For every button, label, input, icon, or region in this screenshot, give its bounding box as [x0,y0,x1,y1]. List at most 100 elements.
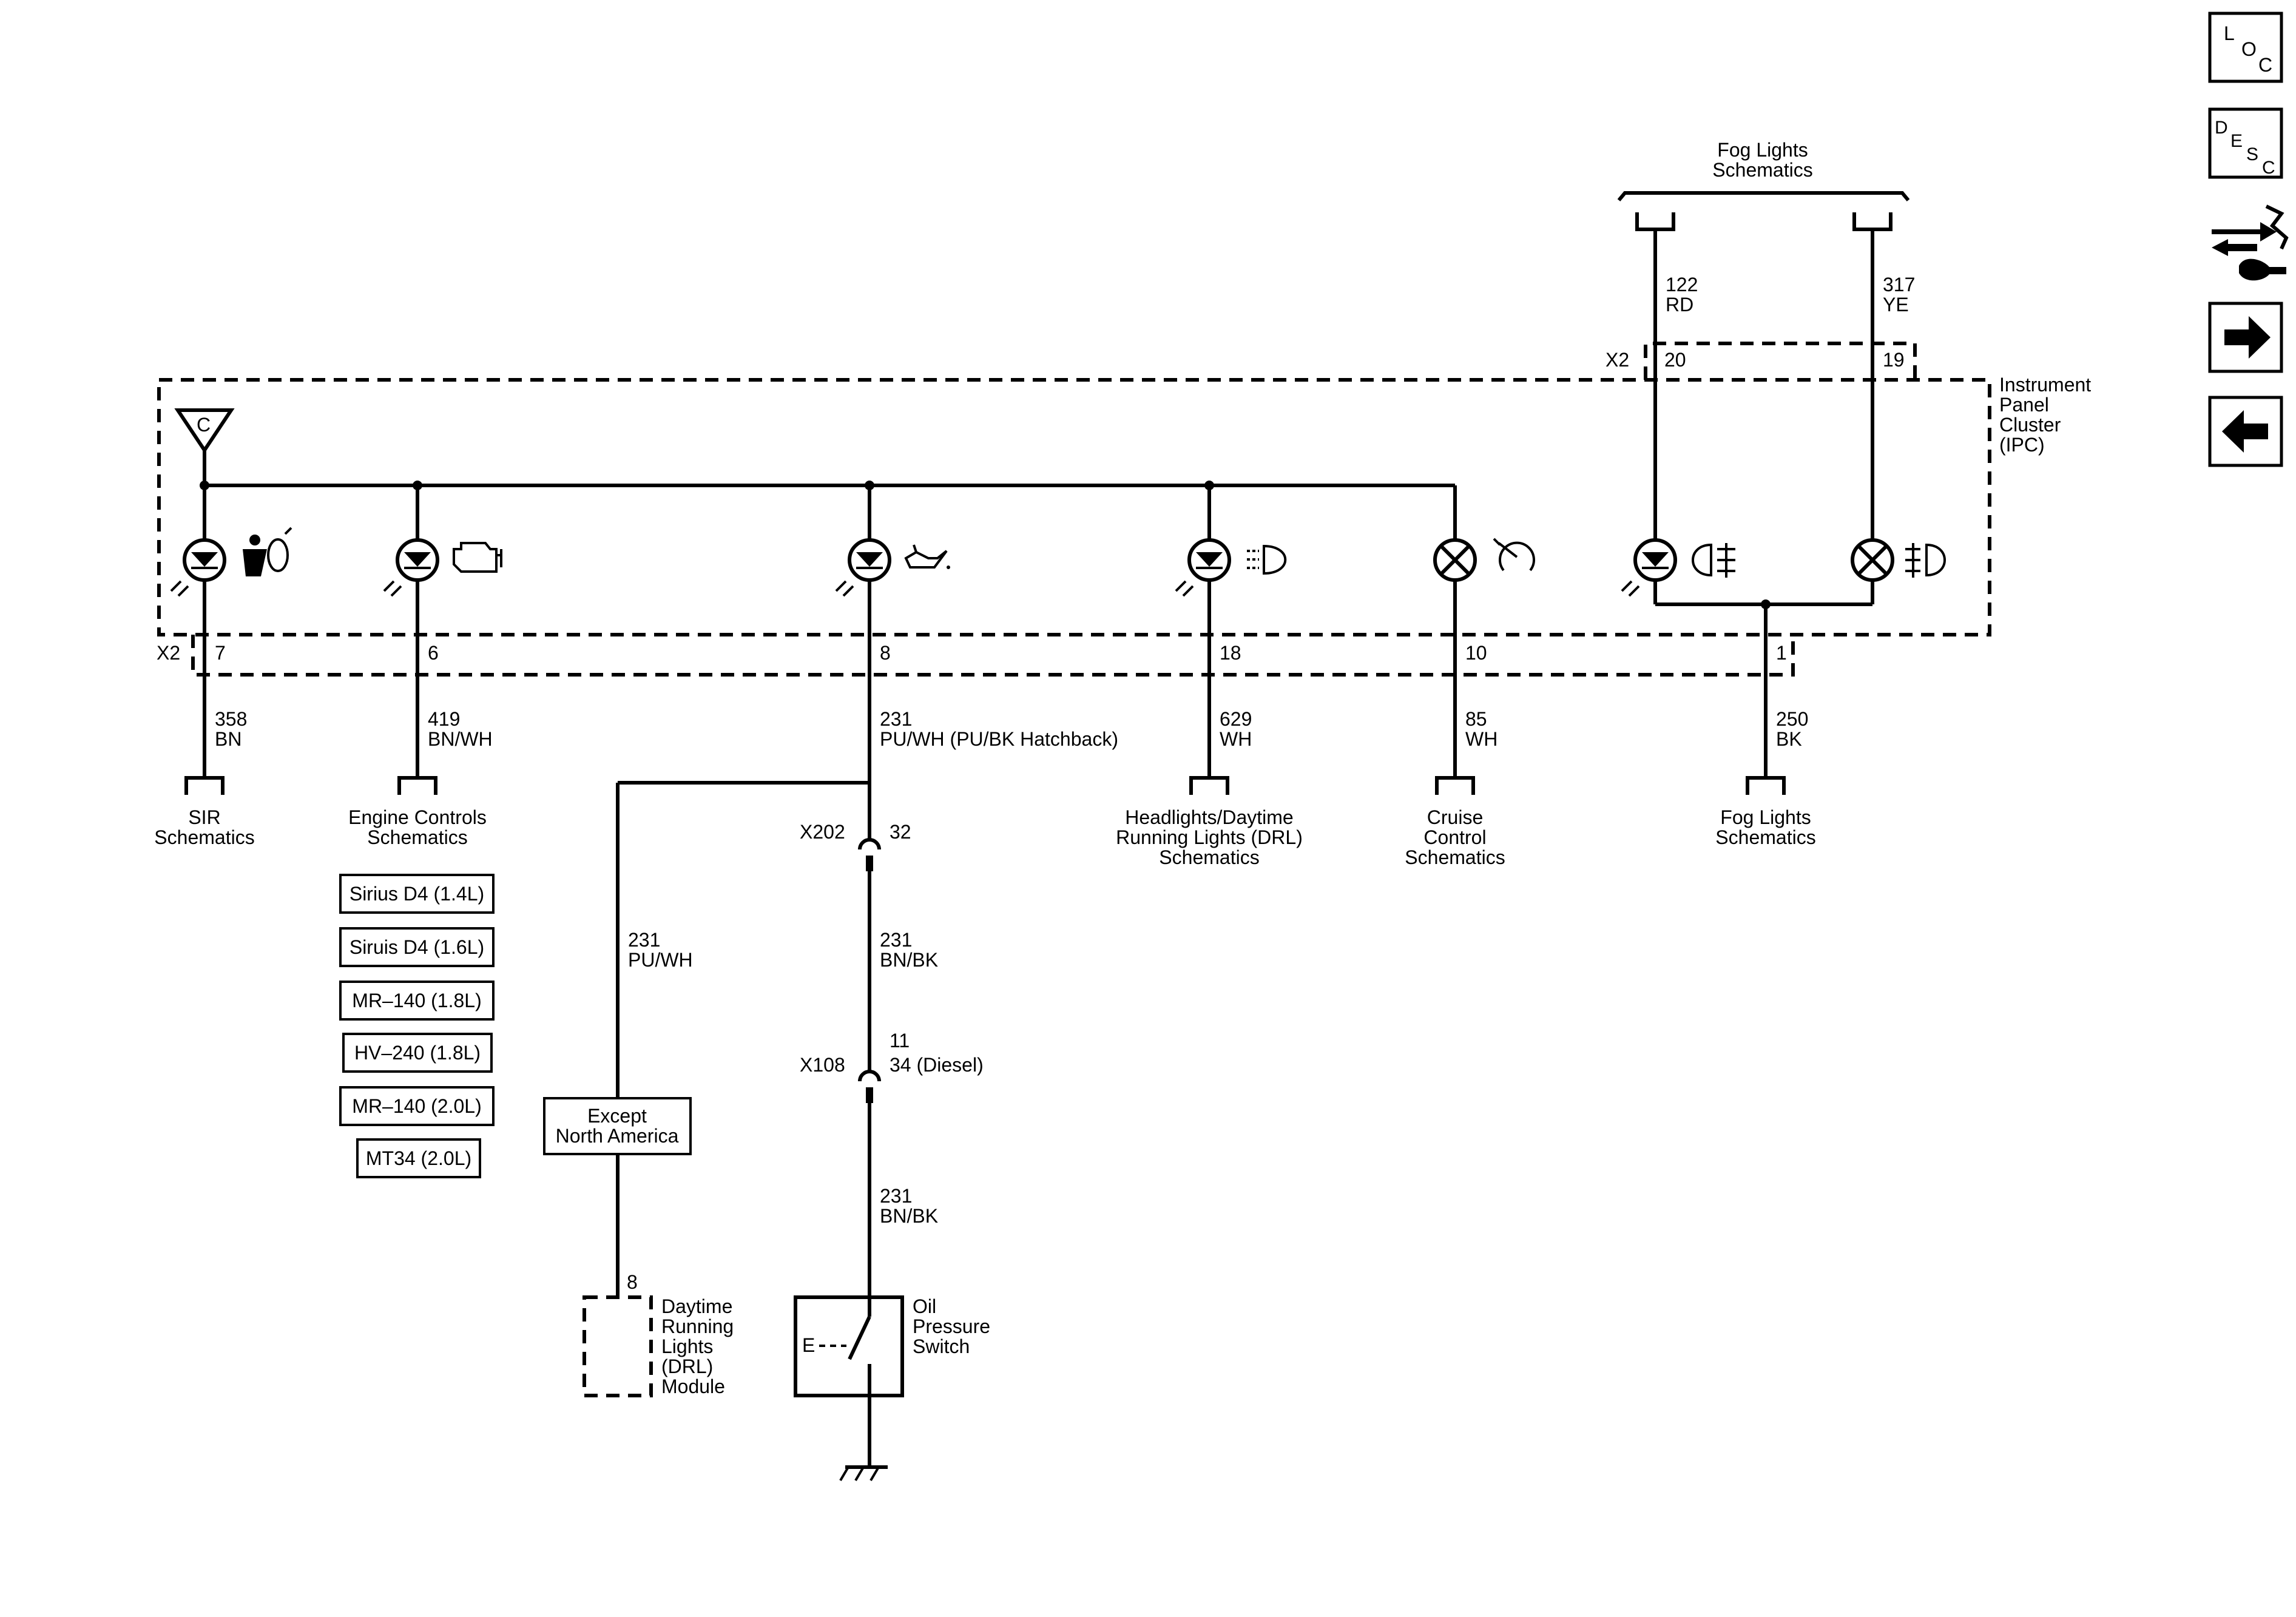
pin-18-circuit-num: 629 [1220,708,1252,730]
engine-dest-1: Engine Controls [348,806,487,828]
fog-right-pin: 19 [1883,349,1905,371]
previous-page-button[interactable] [2208,396,2283,467]
fog-top-branch: Fog Lights Schematics 122 RD 317 YE 20 1… [1617,139,1915,777]
front-fog-lamp-icon [1692,543,1735,578]
loc-button[interactable]: L O C [2208,12,2283,83]
x108-pin-2: 34 (Diesel) [890,1054,984,1076]
connector-x2-bottom: X2 [157,642,180,664]
headlight-dest-1: Headlights/Daytime [1125,806,1293,828]
internal-bus: C [174,408,1457,540]
pin-10-circuit-num: 85 [1465,708,1487,730]
drl-module-name-4: (DRL) [661,1355,713,1377]
pin-6-circuit-color: BN/WH [428,728,493,750]
indicator-engine [383,538,502,597]
ipc-name-1: Instrument [1999,374,2091,396]
fog-top-title-1: Fog Lights [1717,139,1808,161]
pin-18: 18 [1220,642,1241,664]
connector-tool-button[interactable] [2212,204,2289,281]
headlamp-icon [1247,544,1287,575]
fog-left-wire-1: 122 [1666,274,1698,295]
drl-pin: 8 [627,1271,638,1293]
desc-letter-1: D [2215,118,2228,138]
headlight-dest-2: Running Lights (DRL) [1116,826,1303,848]
headlight-dest-3: Schematics [1159,846,1259,868]
ipc-name-4: (IPC) [1999,434,2045,456]
previous-arrow-icon [2222,410,2268,453]
desc-button[interactable]: D E S C [2208,107,2283,179]
fog-left-wire-2: RD [1666,294,1693,316]
engine-options: Sirius D4 (1.4L) Siruis D4 (1.6L) MR–140… [339,874,495,1178]
x202-connector [858,838,881,850]
oil-pressure-switch [794,1295,904,1397]
oil-pressure-icon [904,544,950,569]
engine-option-5: MR–140 (2.0L) [352,1095,481,1117]
pin-7: 7 [215,642,226,664]
mid-wire-num: 231 [880,929,912,951]
low-wire-num: 231 [880,1185,912,1207]
pin-1: 1 [1776,642,1787,664]
engine-option-4: HV–240 (1.8L) [354,1042,481,1064]
airbag-warning-icon [243,527,292,576]
fog-bottom-dest-2: Schematics [1715,826,1815,848]
desc-letter-4: C [2262,158,2275,178]
indicator-oil [835,538,950,597]
pin-10-circuit: 10 85 WH Cruise Control Schematics [1405,580,1505,868]
pin-6: 6 [428,642,439,664]
pin-7-circuit: 7 358 BN SIR Schematics [154,580,255,848]
ipc-name-2: Panel [1999,394,2049,416]
pin-6-circuit-num: 419 [428,708,460,730]
indicator-airbag [170,527,292,597]
indicator-front-fog [1621,538,1735,597]
pin-10: 10 [1465,642,1487,664]
switch-name-2: Pressure [913,1315,990,1337]
drl-module [582,1295,653,1397]
fog-top-title-2: Schematics [1712,159,1812,181]
drl-option-2: North America [556,1125,679,1147]
desc-letter-3: S [2246,144,2258,164]
drl-module-name-1: Daytime [661,1295,732,1317]
cruise-dest-2: Control [1423,826,1486,848]
indicator-headlamp [1175,538,1287,597]
x108-name: X108 [800,1054,845,1076]
low-wire-color: BN/BK [880,1205,938,1227]
connector-x2-top: X2 [1606,349,1629,371]
drl-branch: 231 PU/WH Except North America 8 Daytime… [543,929,734,1397]
x108-connector [858,1070,881,1082]
engine-option-1: Sirius D4 (1.4L) [349,883,484,905]
cruise-dest-3: Schematics [1405,846,1505,868]
pin-1-circuit-color: BK [1776,728,1802,750]
indicator-cruise [1433,538,1535,582]
pin-8: 8 [880,642,891,664]
drl-module-name-2: Running [661,1315,734,1337]
pin-10-circuit-color: WH [1465,728,1497,750]
ipc-module: Instrument Panel Cluster (IPC) X2 X2 [157,342,2091,677]
next-arrow-icon [2224,316,2271,359]
pin-8-circuit-color: PU/WH (PU/BK Hatchback) [880,728,1118,750]
dim-symbol [174,408,235,454]
loc-letter-1: L [2224,22,2235,44]
loc-letter-2: O [2241,38,2257,60]
x202-name: X202 [800,821,845,843]
ipc-boundary [157,378,1991,636]
drl-option-1: Except [587,1105,647,1127]
pin-8-circuit-num: 231 [880,708,912,730]
pin-1-circuit: 1 250 BK Fog Lights Schematics [1715,642,1815,848]
switch-pressure-symbol: E [802,1334,815,1356]
next-page-button[interactable] [2208,302,2283,373]
desc-letter-2: E [2230,131,2243,151]
drl-wire-color: PU/WH [628,949,693,971]
rear-fog-lamp-icon [1905,543,1946,578]
ipc-top-connector-boundary [1644,342,1917,380]
mid-wire-color: BN/BK [880,949,938,971]
dim-symbol-label: C [197,414,211,436]
ipc-name-3: Cluster [1999,414,2061,436]
sir-dest-2: Schematics [154,826,254,848]
switch-name-1: Oil [913,1295,936,1317]
pin-18-circuit: 18 629 WH Headlights/Daytime Running Lig… [1116,580,1303,868]
engine-option-3: MR–140 (1.8L) [352,990,481,1011]
loc-letter-3: C [2258,54,2272,76]
indicator-rear-fog [1851,538,1946,582]
pin-18-circuit-color: WH [1220,728,1252,750]
pin-1-circuit-num: 250 [1776,708,1808,730]
